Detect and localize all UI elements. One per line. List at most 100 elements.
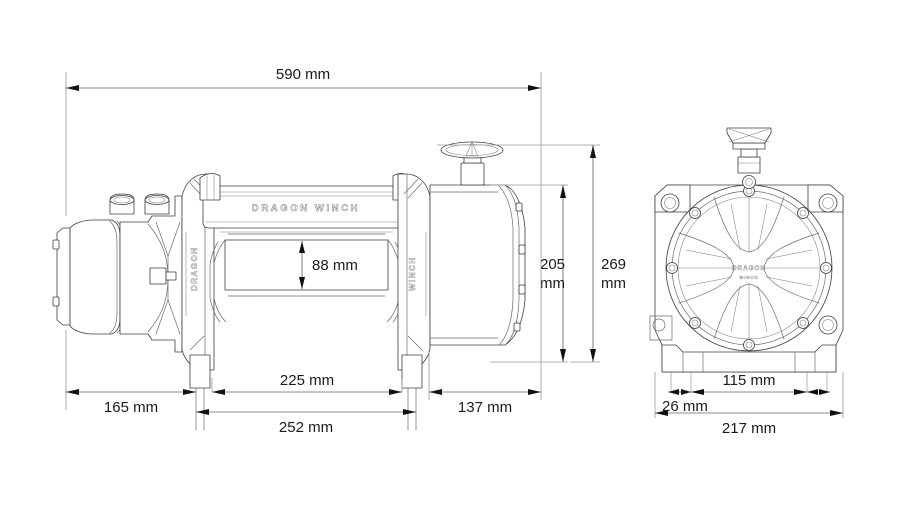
motor-barrel	[69, 219, 121, 335]
dimension-gearbox-side-length: 137 mm	[428, 200, 542, 416]
dim-88-arrow-bottom	[299, 277, 305, 289]
cover-bolt-5	[743, 339, 755, 351]
cover-bolt-7	[666, 262, 678, 274]
dim-205-label-line2: mm	[540, 275, 565, 292]
cover-bolt-2-inner	[799, 209, 807, 217]
dim-88-label: 88 mm	[312, 257, 358, 274]
dim-115-arrow-right	[794, 389, 807, 395]
left-plate-hatch-lower	[189, 335, 205, 351]
dim-217-label: 217 mm	[722, 420, 776, 437]
gearbox-boss-3	[518, 284, 526, 295]
gearbox-housing	[429, 184, 526, 346]
dim-225-arrow-right	[389, 389, 402, 395]
dim-165-arrow-right	[183, 389, 196, 395]
cover-bolt-4	[797, 317, 809, 329]
end-bolt-hole-tl	[660, 193, 680, 213]
gearbox-cover-seam	[504, 184, 520, 346]
dim-269-arrow-top	[590, 145, 596, 158]
hydraulic-port-1-bore	[113, 196, 131, 204]
dim-590-arrow-left	[66, 85, 79, 91]
end-bolt-hole-tl-inner	[664, 197, 676, 209]
end-view-center-logo: DRAGON WINCH	[732, 265, 766, 280]
side-elevation-view: DRAGON DRAGON WINCH	[52, 141, 526, 431]
tie-bar-cap-left-lines	[206, 174, 215, 201]
dim-590-arrow-right	[528, 85, 541, 91]
cable-drum	[224, 239, 389, 291]
clutch-base-circle-end[interactable]	[742, 175, 756, 189]
drum-flange-left-arc	[213, 239, 227, 323]
clutch-collar-end[interactable]	[737, 156, 761, 174]
dim-217-arrow-left	[655, 410, 668, 416]
right-mounting-foot	[401, 354, 423, 389]
end-cover-rib-pattern	[678, 196, 820, 340]
clutch-lever-side[interactable]	[440, 141, 504, 186]
gearbox-boss-1	[515, 202, 523, 212]
dimension-mount-hole-spacing: 252 mm	[195, 392, 417, 436]
rib-right-spokes	[763, 249, 820, 287]
dim-269-label-line2: mm	[601, 275, 626, 292]
end-feet-divider-lines	[682, 351, 816, 373]
dim-26-arrow-b	[681, 389, 691, 395]
tie-bar-top-groove	[208, 191, 405, 197]
cover-bolt-8	[689, 207, 701, 219]
dim-269-label-line1: 269	[601, 256, 626, 273]
dim-225-label: 225 mm	[280, 372, 334, 389]
dim-165-label: 165 mm	[104, 399, 158, 416]
dim-26-arrow-d	[819, 389, 830, 395]
tie-bar-brand-text: DRAGON WINCH	[252, 203, 360, 214]
dim-225-arrow-left	[212, 389, 225, 395]
clutch-lever-end[interactable]	[726, 127, 772, 189]
end-lug-bottom-left	[649, 315, 673, 341]
end-bolt-hole-br-inner	[822, 319, 834, 331]
tie-bar-cap-left	[199, 173, 221, 201]
dim-590-label: 590 mm	[276, 66, 330, 83]
hydraulic-motor-assembly	[52, 193, 183, 353]
end-logo-line-1: DRAGON	[732, 265, 766, 272]
dim-217-arrow-right	[830, 410, 843, 416]
dim-26-arrow-a	[668, 389, 679, 395]
cover-bolt-6-inner	[691, 319, 699, 327]
clutch-collar[interactable]	[460, 162, 485, 186]
cover-bolt-3-inner	[822, 264, 830, 272]
dim-205-label-line1: 205	[540, 256, 565, 273]
dim-252-arrow-right	[403, 409, 416, 415]
dim-115-arrow-left	[691, 389, 704, 395]
cover-bolt-7-inner	[668, 264, 676, 272]
dim-252-label: 252 mm	[279, 419, 333, 436]
dimension-end-overall-width: 217 mm	[654, 372, 844, 437]
hydraulic-port-2-bore	[148, 196, 166, 204]
motor-cap-boss-top	[52, 239, 60, 250]
cover-bolt-2	[797, 207, 809, 219]
gearbox-cover-seam2	[498, 185, 514, 346]
drum-flange-left-arc2	[209, 241, 221, 323]
dim-137-arrow-left	[429, 389, 442, 395]
right-plate-brand-text: WINCH	[408, 256, 417, 291]
dim-205-arrow-top	[560, 185, 566, 198]
gearbox-boss-2	[518, 244, 526, 255]
dimension-overall-height: 269 mm	[437, 144, 626, 363]
dim-165-arrow-left	[66, 389, 79, 395]
dim-137-arrow-right	[528, 389, 541, 395]
end-elevation-view: DRAGON WINCH	[649, 127, 844, 393]
end-cover-bolt-holes	[666, 185, 832, 351]
dim-26-label: 26 mm	[662, 398, 708, 415]
cover-bolt-3	[820, 262, 832, 274]
clutch-neck-end[interactable]	[740, 148, 758, 158]
cover-bolt-5-inner	[745, 341, 753, 349]
cover-bolt-6	[689, 317, 701, 329]
cover-bolt-4-inner	[799, 319, 807, 327]
motor-shaft-boss	[149, 267, 167, 285]
end-feet-ext-lines	[670, 371, 828, 393]
motor-cap-boss-bottom	[52, 296, 60, 307]
right-plate-hatch-lower	[407, 335, 423, 351]
dim-252-arrow-left	[196, 409, 209, 415]
motor-shaft	[165, 271, 177, 281]
dimension-drum-width: 225 mm	[211, 372, 403, 395]
dim-26-arrow-c	[807, 389, 818, 395]
clutch-base-bore-end	[745, 178, 753, 186]
clutch-knob-base-end[interactable]	[732, 142, 766, 150]
dim-115-label: 115 mm	[722, 372, 775, 389]
clutch-knob-cross-end	[728, 128, 770, 143]
end-view-mounting-feet	[661, 344, 837, 393]
rib-top-spokes	[730, 196, 768, 253]
